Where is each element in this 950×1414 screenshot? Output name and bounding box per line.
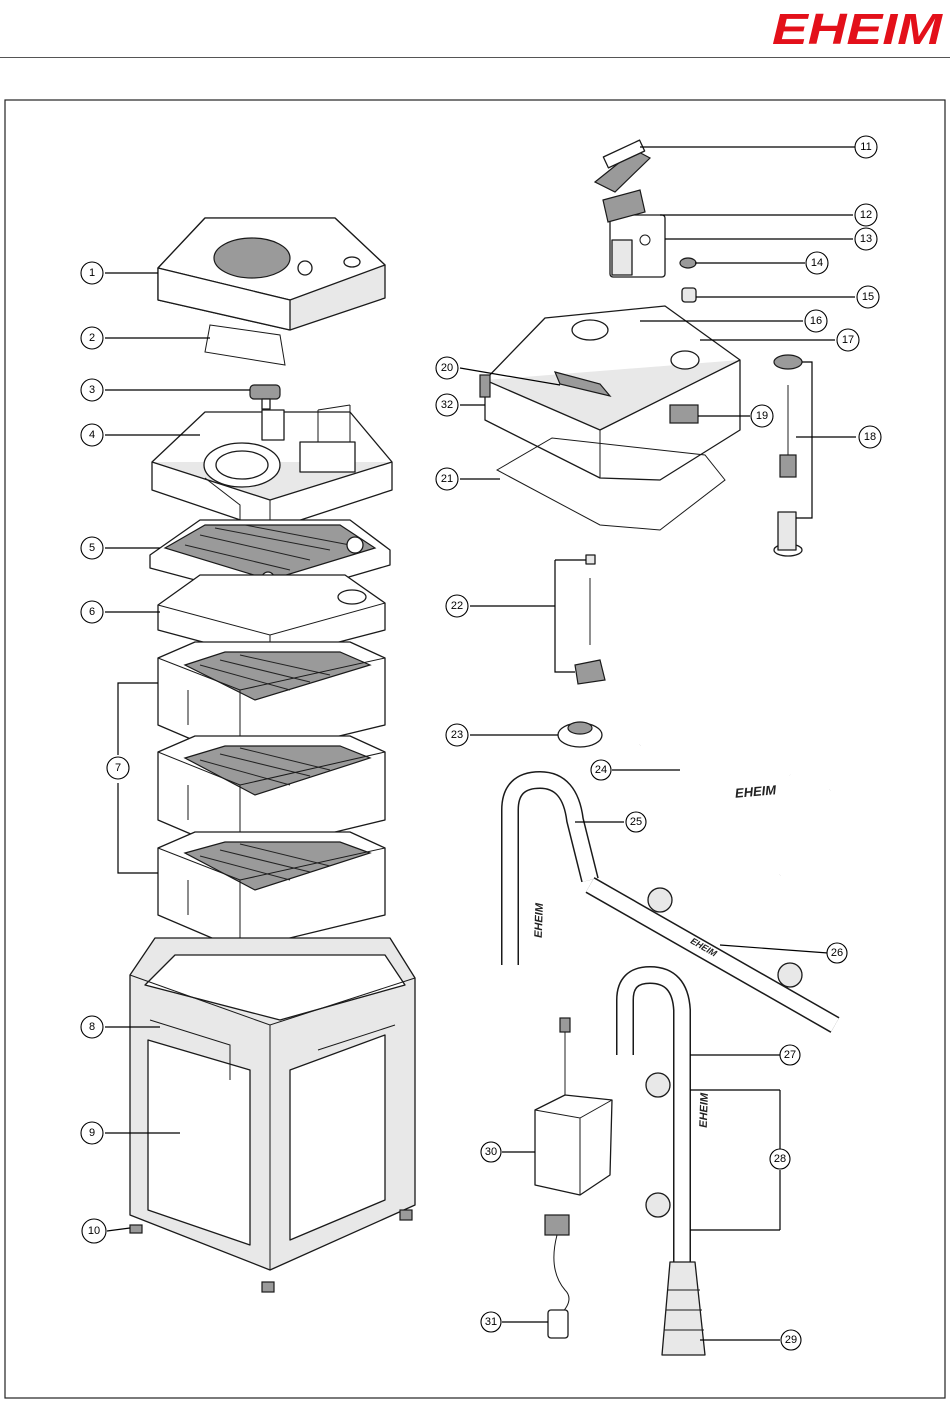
part-25-intake-pipe: EHEIM	[510, 780, 590, 965]
svg-text:9: 9	[89, 1127, 95, 1139]
callout-12: 12	[855, 204, 877, 226]
callout-21: 21	[436, 468, 458, 490]
part-18-impeller	[774, 355, 802, 556]
outlet-pipe-brand-label: EHEIM	[698, 1092, 711, 1128]
callout-26: 26	[827, 943, 847, 963]
svg-text:13: 13	[860, 233, 872, 245]
part-2-seal	[205, 325, 285, 365]
callout-14: 14	[806, 252, 828, 274]
callout-23: 23	[446, 724, 468, 746]
part-1-lid	[158, 218, 385, 330]
callout-15: 15	[857, 286, 879, 308]
callout-24: 24	[591, 760, 611, 780]
part-3-cap	[250, 385, 280, 409]
svg-text:32: 32	[441, 399, 453, 411]
svg-text:1: 1	[89, 267, 95, 279]
svg-text:26: 26	[831, 947, 843, 959]
svg-text:25: 25	[630, 816, 642, 828]
callout-19: 19	[751, 405, 773, 427]
part-30-power-supply	[535, 1018, 612, 1195]
callout-18: 18	[859, 426, 881, 448]
part-14-plug	[680, 258, 696, 268]
callout-29: 29	[781, 1330, 801, 1350]
intake-pipe-brand-label: EHEIM	[533, 902, 546, 938]
callout-2: 2	[81, 327, 103, 349]
callout-20: 20	[436, 357, 458, 379]
part-8-9-canister	[130, 938, 415, 1292]
callout-5: 5	[81, 537, 103, 559]
svg-text:5: 5	[89, 542, 95, 554]
callout-30: 30	[481, 1142, 501, 1162]
svg-text:14: 14	[811, 257, 823, 269]
svg-text:6: 6	[89, 606, 95, 618]
callout-31: 31	[481, 1312, 501, 1332]
svg-text:4: 4	[89, 429, 95, 441]
part-11-hose-adapter	[595, 140, 650, 192]
svg-text:21: 21	[441, 473, 453, 485]
svg-text:10: 10	[88, 1225, 100, 1237]
part-7-filter-baskets	[158, 642, 385, 950]
svg-text:18: 18	[864, 431, 876, 443]
callout-28: 28	[770, 1149, 790, 1169]
svg-text:27: 27	[784, 1049, 796, 1061]
callout-8: 8	[81, 1016, 103, 1038]
callout-10: 10	[82, 1219, 106, 1243]
svg-text:11: 11	[860, 141, 871, 153]
callout-6: 6	[81, 601, 103, 623]
svg-text:20: 20	[441, 362, 453, 374]
svg-text:15: 15	[862, 291, 874, 303]
part-12-13-valve-block	[603, 190, 665, 277]
svg-text:19: 19	[756, 410, 768, 422]
svg-text:23: 23	[451, 729, 463, 741]
svg-text:7: 7	[115, 762, 121, 774]
callout-1: 1	[81, 262, 103, 284]
part-24-hose: EHEIM	[640, 714, 836, 875]
svg-text:28: 28	[774, 1153, 786, 1165]
part-27-outlet-pipe: EHEIM	[625, 975, 711, 1355]
callout-3: 3	[81, 379, 103, 401]
basket-3	[158, 832, 385, 950]
svg-text:8: 8	[89, 1021, 95, 1033]
svg-text:17: 17	[842, 334, 854, 346]
callout-25: 25	[626, 812, 646, 832]
part-4-top-module	[152, 405, 392, 530]
svg-text:31: 31	[485, 1316, 497, 1328]
callout-7: 7	[107, 757, 129, 779]
callout-13: 13	[855, 228, 877, 250]
svg-text:30: 30	[485, 1146, 497, 1158]
part-22-axle	[575, 555, 605, 684]
callout-32: 32	[436, 394, 458, 416]
part-31-power-plug	[545, 1215, 569, 1338]
callout-9: 9	[81, 1122, 103, 1144]
part-23-valve	[558, 722, 602, 747]
svg-text:2: 2	[89, 332, 95, 344]
svg-text:3: 3	[89, 384, 95, 396]
svg-text:24: 24	[595, 764, 607, 776]
callout-4: 4	[81, 424, 103, 446]
callout-27: 27	[780, 1045, 800, 1065]
part-15-bushing	[682, 288, 696, 302]
svg-text:16: 16	[810, 315, 822, 327]
callout-11: 11	[855, 136, 877, 158]
callout-22: 22	[446, 595, 468, 617]
callout-16: 16	[805, 310, 827, 332]
callout-17: 17	[837, 329, 859, 351]
svg-text:22: 22	[451, 600, 463, 612]
svg-text:29: 29	[785, 1334, 797, 1346]
svg-text:12: 12	[860, 209, 872, 221]
part-16-17-pump-head	[480, 306, 740, 480]
